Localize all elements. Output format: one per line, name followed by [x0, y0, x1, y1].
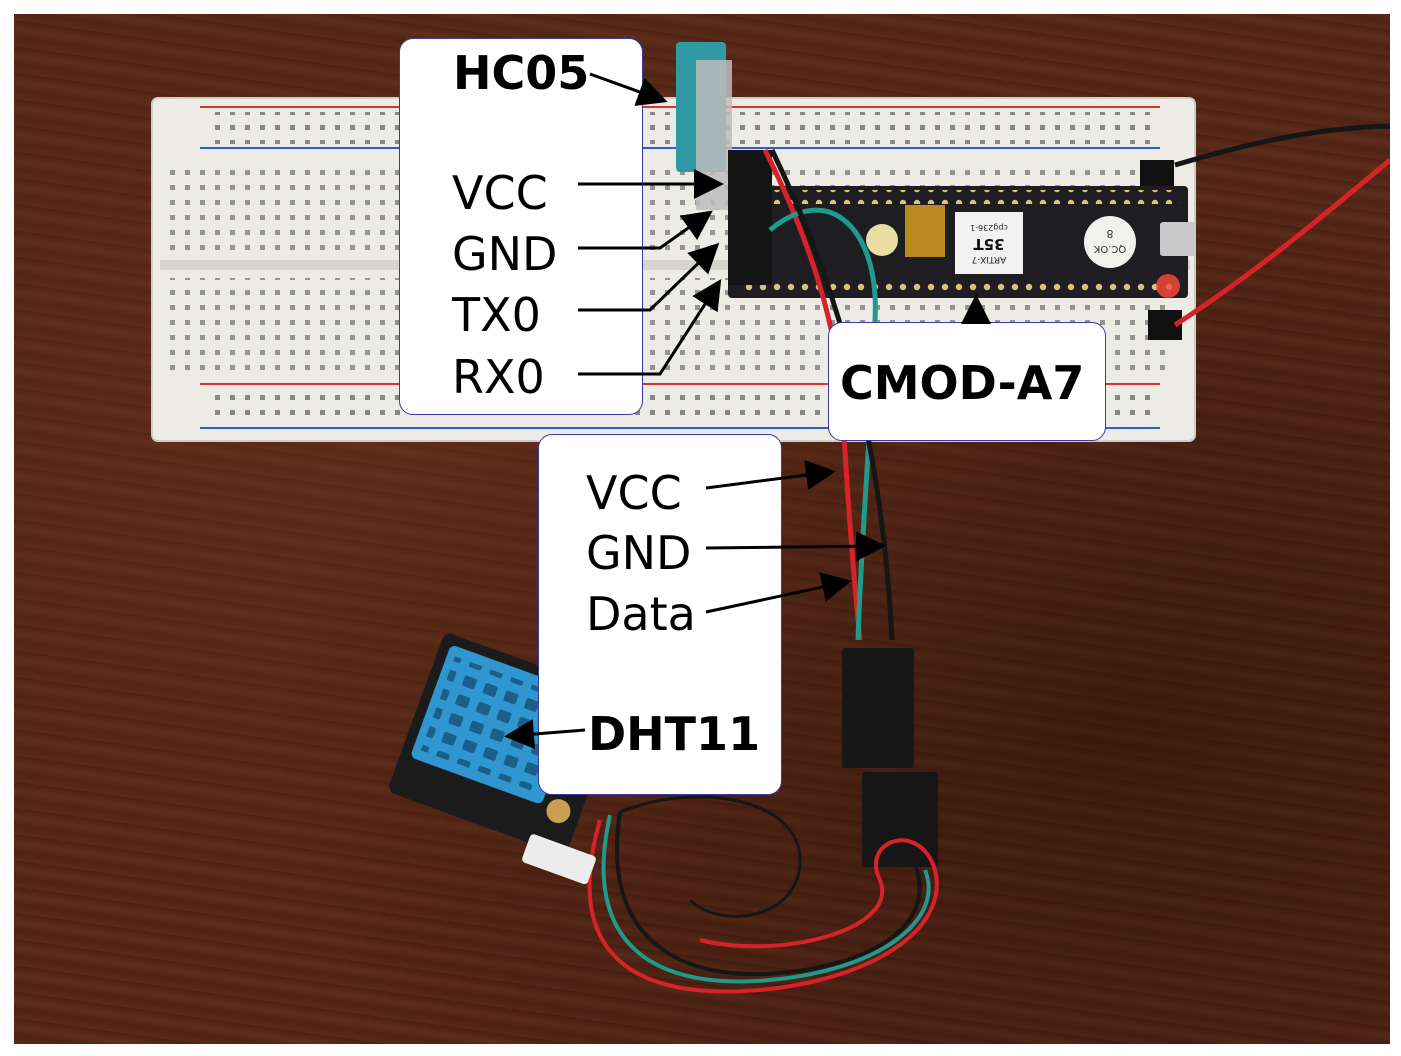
- arrow-hc05: [589, 72, 668, 106]
- dht-pin-gnd: GND: [586, 526, 692, 580]
- header-black: [1140, 160, 1174, 186]
- qc-number-text: 8: [1107, 227, 1114, 240]
- hc05-module: [676, 42, 772, 285]
- chip-part-text: 35T: [973, 235, 1005, 253]
- wire-red-power: [1173, 158, 1390, 328]
- dht-pin-vcc: VCC: [586, 466, 682, 520]
- arrow-dht-data: [705, 572, 852, 614]
- power-led: [1156, 274, 1180, 298]
- status-led: [866, 224, 898, 256]
- arrow-dht11: [504, 719, 586, 750]
- sensor-cable-black: [614, 811, 922, 977]
- led-glow: [905, 205, 945, 257]
- hc05-label-box: [399, 38, 643, 415]
- dht11-title: DHT11: [588, 707, 761, 761]
- arrow-hc05-rx0: [578, 278, 722, 376]
- fpga-chip-label: [955, 212, 1023, 274]
- qc-sticker: [1084, 216, 1136, 268]
- arrow-dht-gnd: [705, 531, 886, 562]
- jumper-connector-upper: [842, 648, 914, 768]
- hc05-pin-gnd: GND: [452, 227, 558, 281]
- chip-package-text: cpg236-1: [970, 223, 1008, 232]
- cmod-a7-board: ARTIX-7 35T cpg236-1 QC.OK 8: [728, 160, 1196, 340]
- sensor-cable-red: [587, 819, 939, 994]
- dht-pin-data: Data: [586, 587, 696, 641]
- dht11-label-box: [538, 434, 782, 795]
- arrow-dht-vcc: [705, 460, 836, 490]
- wire-black-power: [1174, 123, 1390, 168]
- jumper-connector-lower: [862, 772, 938, 867]
- sensor-cable-teal: [601, 814, 931, 984]
- hc05-title: HC05: [453, 46, 590, 100]
- hc05-pin-rx0: RX0: [452, 350, 545, 404]
- arrow-hc05-tx0: [578, 242, 720, 312]
- cmod-a7-title: CMOD-A7: [840, 356, 1085, 410]
- arrow-hc05-gnd: [578, 210, 713, 250]
- hc05-pin-tx0: TX0: [452, 288, 541, 342]
- usb-port: [1160, 222, 1196, 256]
- qc-sticker-text: QC.OK: [1093, 243, 1126, 254]
- chip-series-text: ARTIX-7: [972, 254, 1007, 264]
- hc05-pin-vcc: VCC: [452, 166, 548, 220]
